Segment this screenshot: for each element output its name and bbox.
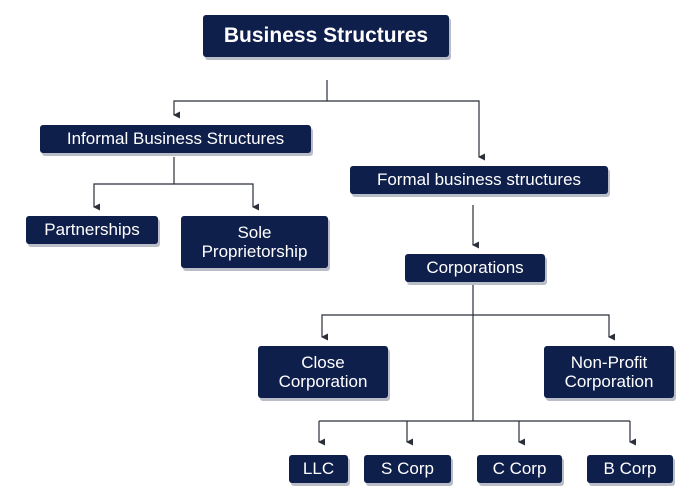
edge-informal-partnerships (93, 157, 175, 211)
edge-corporations-close (321, 283, 474, 341)
edge-root-formal (327, 100, 485, 161)
node-close-corporation: Close Corporation (258, 346, 388, 398)
edge-corporations-llc (319, 420, 630, 442)
edge-informal-sole (174, 183, 259, 211)
node-formal-business-structures: Formal business structures (350, 166, 608, 194)
node-s-corp: S Corp (364, 455, 451, 483)
node-c-corp: C Corp (477, 455, 562, 483)
node-informal-business-structures: Informal Business Structures (40, 125, 311, 153)
node-sole-proprietorship: Sole Proprietorship (181, 216, 328, 268)
node-partnerships: Partnerships (26, 216, 158, 244)
node-b-corp: B Corp (587, 455, 673, 483)
edge-corporations-nonprofit (473, 314, 615, 341)
node-llc: LLC (289, 455, 348, 483)
node-business-structures: Business Structures (203, 15, 449, 57)
node-corporations: Corporations (405, 254, 545, 282)
edge-root-informal (173, 80, 328, 119)
node-non-profit-corporation: Non-Profit Corporation (544, 346, 674, 398)
